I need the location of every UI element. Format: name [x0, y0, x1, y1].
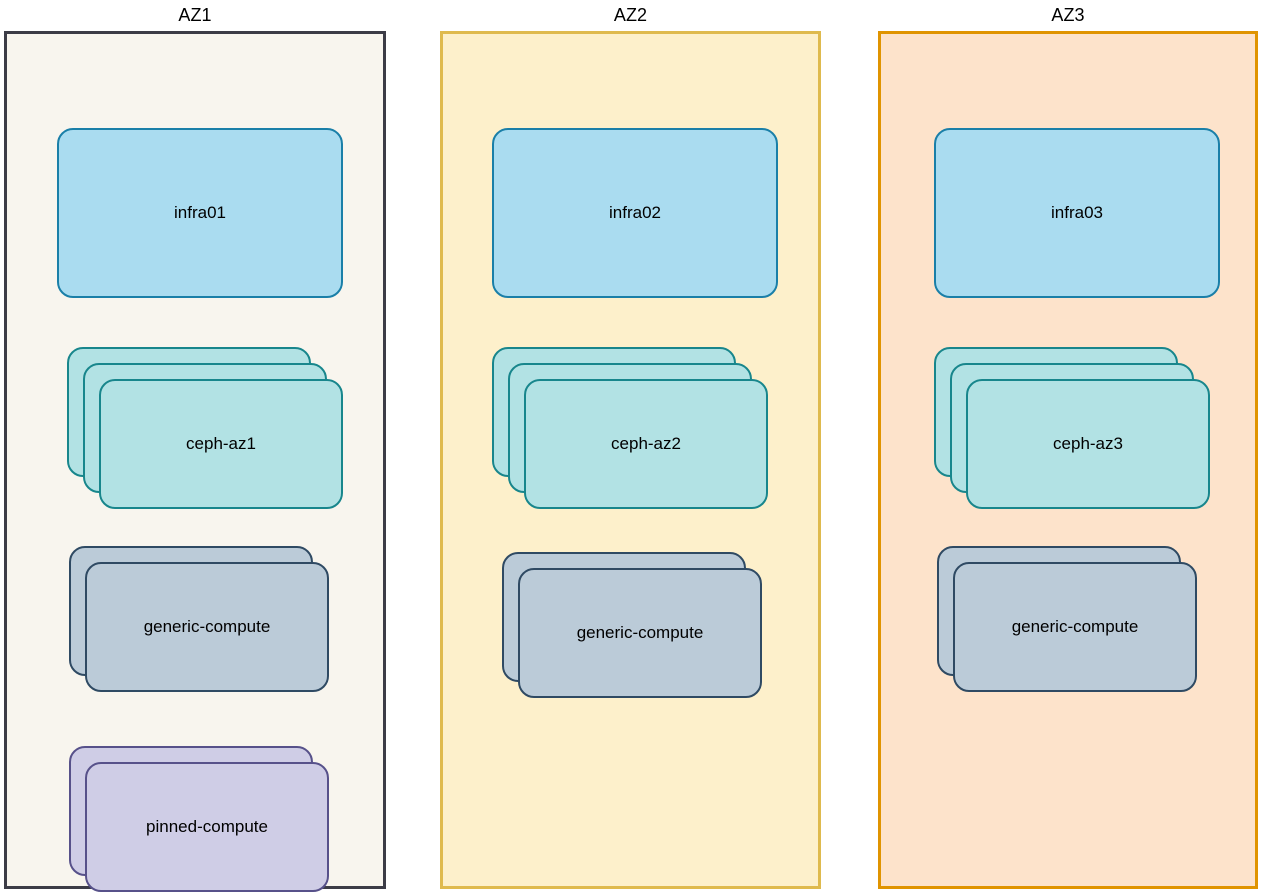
az-zone-az2[interactable]: infra02 ceph-az2 generic-compute — [440, 31, 821, 889]
node-card-label-generic-compute-az1: generic-compute — [143, 617, 271, 636]
node-stack-generic-compute-az2: generic-compute — [502, 552, 762, 698]
az-zone-az3[interactable]: infra03 ceph-az3 generic-compute — [878, 31, 1258, 889]
node-card-label-infra02: infra02 — [609, 203, 661, 222]
az-title-az3: AZ3 — [1051, 5, 1085, 25]
node-card-generic-compute-az3[interactable]: generic-compute — [953, 562, 1197, 692]
node-card-label-generic-compute-az2: generic-compute — [576, 623, 704, 642]
node-card-label-ceph-az2: ceph-az2 — [611, 434, 681, 453]
node-card-ceph-az3[interactable]: ceph-az3 — [966, 379, 1210, 509]
node-card-generic-compute-az1[interactable]: generic-compute — [85, 562, 329, 692]
node-card-label-infra01: infra01 — [174, 203, 226, 222]
node-card-infra01[interactable]: infra01 — [57, 128, 343, 298]
node-stack-infra03: infra03 — [934, 128, 1220, 298]
node-card-label-pinned-compute-az1: pinned-compute — [146, 817, 268, 836]
node-card-ceph-az2[interactable]: ceph-az2 — [524, 379, 768, 509]
node-stack-pinned-compute-az1: pinned-compute — [69, 746, 329, 892]
node-card-pinned-compute-az1[interactable]: pinned-compute — [85, 762, 329, 892]
node-card-label-infra03: infra03 — [1051, 203, 1103, 222]
node-stack-infra01: infra01 — [57, 128, 343, 298]
node-stack-ceph-az2: ceph-az2 — [492, 347, 768, 509]
az-title-az2: AZ2 — [613, 5, 648, 25]
az-zone-az1[interactable]: infra01 ceph-az1 generic-compute pinned-com… — [4, 31, 386, 892]
node-stack-generic-compute-az1: generic-compute — [69, 546, 329, 692]
node-card-infra02[interactable]: infra02 — [492, 128, 778, 298]
node-card-label-ceph-az1: ceph-az1 — [186, 434, 256, 453]
node-card-label-generic-compute-az3: generic-compute — [1011, 617, 1139, 636]
az-title-az1: AZ1 — [178, 5, 212, 25]
node-stack-ceph-az3: ceph-az3 — [934, 347, 1210, 509]
node-stack-ceph-az1: ceph-az1 — [67, 347, 343, 509]
node-card-ceph-az1[interactable]: ceph-az1 — [99, 379, 343, 509]
node-stack-infra02: infra02 — [492, 128, 778, 298]
node-card-generic-compute-az2[interactable]: generic-compute — [518, 568, 762, 698]
node-card-infra03[interactable]: infra03 — [934, 128, 1220, 298]
node-stack-generic-compute-az3: generic-compute — [937, 546, 1197, 692]
node-card-label-ceph-az3: ceph-az3 — [1053, 434, 1123, 453]
